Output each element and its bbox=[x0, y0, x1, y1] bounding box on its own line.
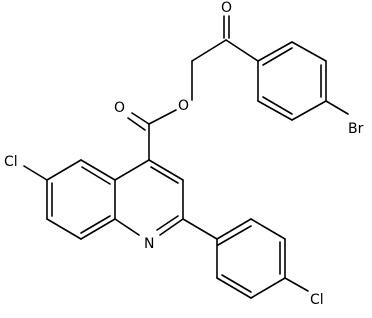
quinoline-nitrogen-label: N bbox=[144, 236, 154, 252]
ketone-oxygen-label: O bbox=[221, 0, 232, 16]
bond-lines bbox=[23, 15, 349, 299]
ester-carbonyl-oxygen-label: O bbox=[114, 100, 125, 116]
phenyl-chlorine-label: Cl bbox=[310, 292, 324, 308]
bromine-label: Br bbox=[348, 121, 364, 137]
quinoline-chlorine-label: Cl bbox=[4, 154, 18, 170]
ester-oxygen-label: O bbox=[178, 98, 189, 114]
atom-labels: O O O Br Cl N Cl bbox=[4, 0, 364, 308]
